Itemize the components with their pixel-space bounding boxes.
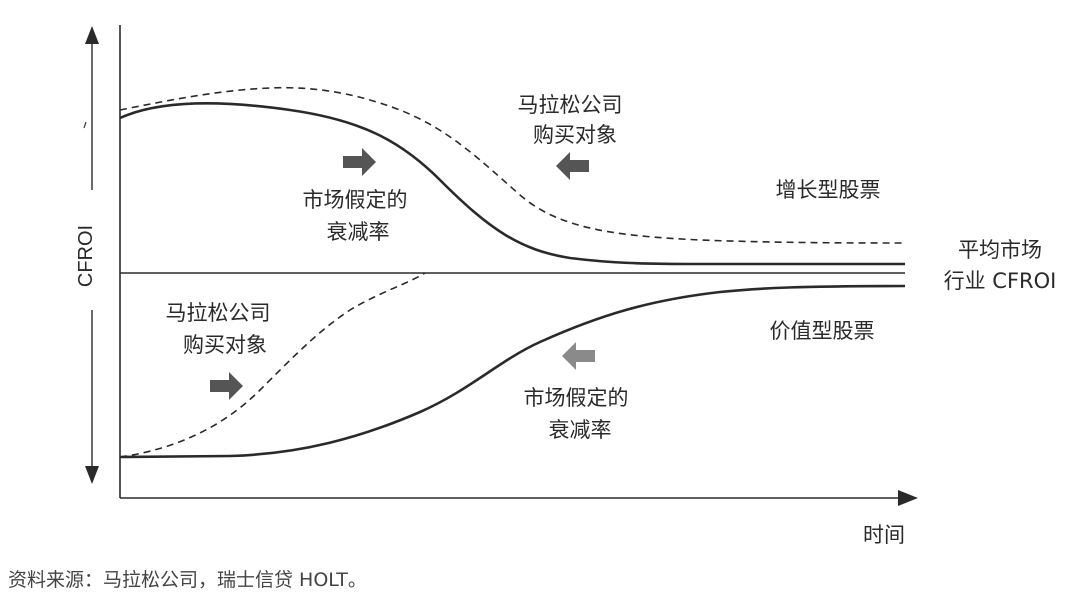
y-arrow-up-head xyxy=(85,26,99,44)
source-note: 资料来源：马拉松公司，瑞士信贷 HOLT。 xyxy=(8,569,367,591)
y-axis-tick-mark xyxy=(83,121,87,129)
upper-marathon-label-line1: 马拉松公司 xyxy=(518,93,623,117)
lower-marathon-label-line1: 马拉松公司 xyxy=(166,301,271,325)
upper-market-fade-label-line2: 衰减率 xyxy=(327,220,390,244)
upper-left-arrow-icon xyxy=(556,152,589,180)
lower-left-arrow-icon xyxy=(562,342,595,370)
lower-marathon-label-line2: 购买对象 xyxy=(183,333,267,357)
value-marathon-target-curve xyxy=(119,272,426,458)
y-arrow-down-head xyxy=(85,466,99,484)
upper-marathon-label-line2: 购买对象 xyxy=(533,123,617,147)
x-axis-label: 时间 xyxy=(863,523,905,547)
average-cfroi-label-line1: 平均市场 xyxy=(958,238,1042,262)
y-axis-label: CFROI xyxy=(75,225,97,287)
growth-market-fade-curve xyxy=(119,101,905,266)
lower-market-fade-label-line2: 衰减率 xyxy=(549,418,612,442)
growth-stocks-label: 增长型股票 xyxy=(776,178,881,202)
lower-right-arrow-icon xyxy=(210,372,243,400)
value-stocks-label: 价值型股票 xyxy=(770,319,875,343)
upper-right-arrow-icon xyxy=(343,148,376,176)
x-axis-arrowhead xyxy=(898,490,918,506)
lower-market-fade-label-line1: 市场假定的 xyxy=(524,386,629,410)
average-cfroi-label-line2: 行业 CFROI xyxy=(944,269,1057,293)
upper-market-fade-label-line1: 市场假定的 xyxy=(303,188,408,212)
growth-marathon-target-curve xyxy=(119,86,906,244)
value-market-fade-curve xyxy=(119,284,906,459)
